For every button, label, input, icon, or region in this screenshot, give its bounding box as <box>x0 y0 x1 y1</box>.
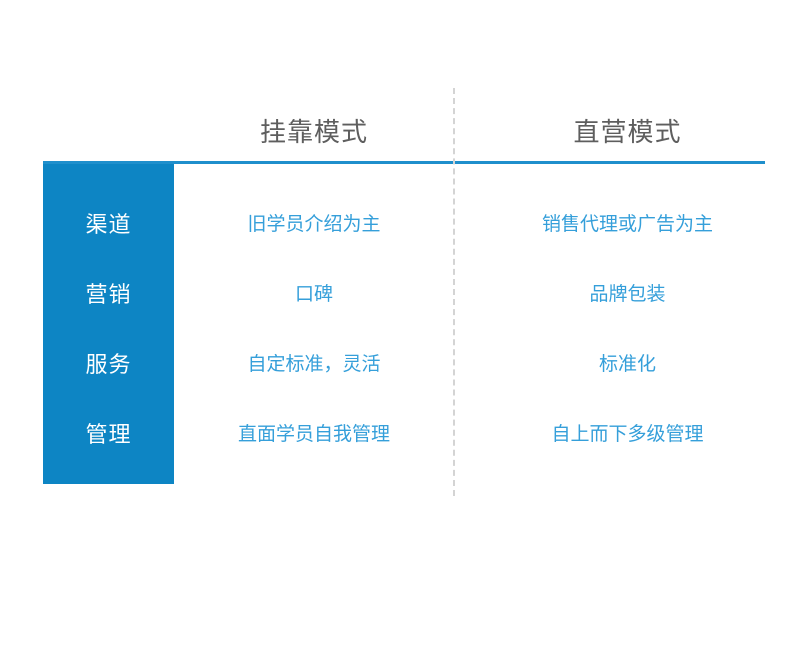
cell-management-zhiying: 自上而下多级管理 <box>551 424 704 445</box>
header-accent-rule <box>43 161 765 164</box>
row-label-marketing: 营销 <box>85 282 132 307</box>
cell-channel-guakao: 旧学员介绍为主 <box>247 214 381 235</box>
column-header-zhiying-mode: 直营模式 <box>573 117 682 147</box>
cell-marketing-guakao: 口碑 <box>294 284 333 305</box>
row-label-service: 服务 <box>85 352 132 377</box>
cell-service-zhiying: 标准化 <box>598 354 656 375</box>
column-header-guakao-mode: 挂靠模式 <box>259 117 368 147</box>
row-label-channel: 渠道 <box>85 212 132 237</box>
column-dashed-divider <box>453 88 455 496</box>
cell-channel-zhiying: 销售代理或广告为主 <box>541 214 713 235</box>
cell-marketing-zhiying: 品牌包装 <box>589 284 666 305</box>
cell-service-guakao: 自定标准，灵活 <box>247 354 381 375</box>
row-label-panel <box>43 164 174 484</box>
row-label-management: 管理 <box>85 422 132 447</box>
cell-management-guakao: 直面学员自我管理 <box>237 424 390 445</box>
